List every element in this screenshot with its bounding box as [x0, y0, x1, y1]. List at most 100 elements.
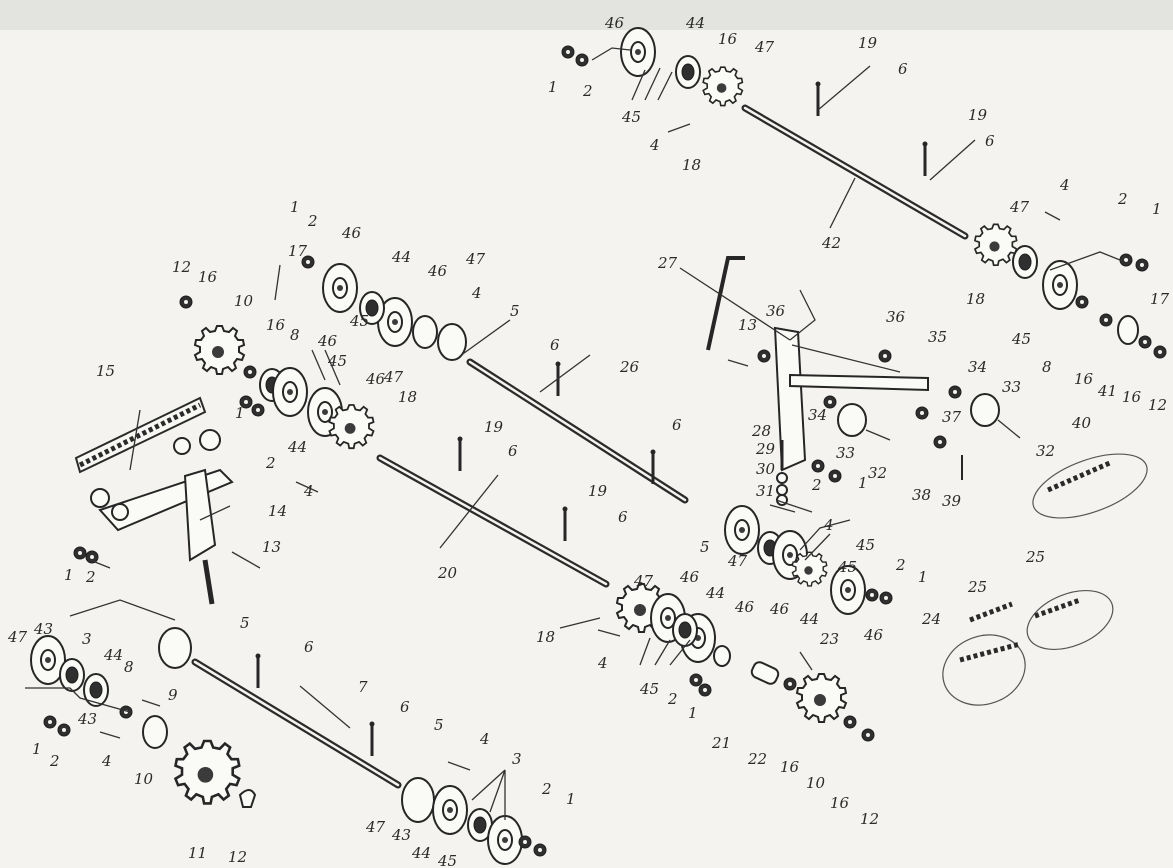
label-24: 24 — [921, 610, 941, 628]
label-44: 44 — [411, 844, 431, 862]
frame-14-assembly — [73, 396, 261, 605]
label-3: 3 — [512, 750, 522, 768]
label-12: 12 — [228, 848, 247, 866]
label-45: 45 — [437, 852, 457, 868]
label-15: 15 — [96, 362, 115, 380]
label-47: 47 — [365, 818, 386, 836]
label-46: 46 — [341, 224, 362, 242]
label-6: 6 — [672, 416, 682, 434]
label-25: 25 — [1025, 548, 1045, 566]
label-6: 6 — [550, 336, 560, 354]
label-4: 4 — [479, 730, 490, 748]
label-2: 2 — [85, 568, 96, 586]
label-46: 46 — [365, 370, 386, 388]
label-5: 5 — [700, 538, 710, 556]
label-47: 47 — [383, 368, 404, 386]
shaft-20-assembly — [179, 295, 875, 742]
label-43: 43 — [77, 710, 97, 728]
label-1: 1 — [918, 568, 928, 586]
label-6: 6 — [898, 60, 908, 78]
label-2: 2 — [49, 752, 60, 770]
label-46: 46 — [769, 600, 790, 618]
label-17: 17 — [1150, 290, 1170, 308]
label-46: 46 — [604, 14, 625, 32]
label-47: 47 — [633, 572, 654, 590]
shaft-26-assembly — [301, 255, 893, 615]
label-33: 33 — [1002, 378, 1021, 396]
label-2: 2 — [811, 476, 822, 494]
label-1: 1 — [235, 404, 245, 422]
label-47: 47 — [465, 250, 486, 268]
label-45: 45 — [327, 352, 347, 370]
label-12: 12 — [172, 258, 191, 276]
label-45: 45 — [855, 536, 875, 554]
label-6: 6 — [618, 508, 628, 526]
label-6: 6 — [304, 638, 314, 656]
label-7: 7 — [358, 678, 368, 696]
label-10: 10 — [234, 292, 254, 310]
label-12: 12 — [1148, 396, 1167, 414]
label-1: 1 — [858, 474, 868, 492]
label-8: 8 — [124, 658, 134, 676]
label-18: 18 — [536, 628, 555, 646]
label-1: 1 — [1152, 200, 1162, 218]
label-1: 1 — [290, 198, 300, 216]
label-18: 18 — [398, 388, 417, 406]
label-46: 46 — [317, 332, 338, 350]
label-45: 45 — [349, 312, 369, 330]
label-10: 10 — [134, 770, 154, 788]
label-32: 32 — [868, 464, 887, 482]
label-1: 1 — [548, 78, 558, 96]
label-22: 22 — [747, 750, 767, 768]
label-29: 29 — [755, 440, 776, 458]
label-4: 4 — [597, 654, 608, 672]
label-2: 2 — [582, 82, 593, 100]
label-47: 47 — [1009, 198, 1030, 216]
label-1: 1 — [64, 566, 74, 584]
label-32: 32 — [1036, 442, 1055, 460]
label-19: 19 — [588, 482, 608, 500]
label-9: 9 — [168, 686, 178, 704]
label-44: 44 — [705, 584, 725, 602]
label-16: 16 — [1122, 388, 1142, 406]
label-1: 1 — [566, 790, 576, 808]
label-18: 18 — [966, 290, 985, 308]
label-45: 45 — [837, 558, 857, 576]
label-8: 8 — [290, 326, 300, 344]
label-5: 5 — [510, 302, 520, 320]
shaft-42-assembly — [561, 27, 1167, 359]
label-4: 4 — [823, 516, 834, 534]
label-38: 38 — [912, 486, 931, 504]
label-4: 4 — [101, 752, 112, 770]
label-30: 30 — [756, 460, 776, 478]
label-16: 16 — [198, 268, 218, 286]
label-36: 36 — [766, 302, 786, 320]
label-19: 19 — [858, 34, 878, 52]
label-11: 11 — [188, 844, 207, 862]
label-33: 33 — [836, 444, 855, 462]
label-4: 4 — [649, 136, 660, 154]
label-34: 34 — [968, 358, 987, 376]
label-2: 2 — [541, 780, 552, 798]
label-10: 10 — [806, 774, 826, 792]
label-16: 16 — [266, 316, 286, 334]
label-34: 34 — [808, 406, 827, 424]
label-40: 40 — [1071, 414, 1092, 432]
label-44: 44 — [391, 248, 411, 266]
label-6: 6 — [508, 442, 518, 460]
label-18: 18 — [682, 156, 701, 174]
label-1: 1 — [688, 704, 698, 722]
label-4: 4 — [1059, 176, 1070, 194]
label-13: 13 — [738, 316, 757, 334]
label-2: 2 — [265, 454, 276, 472]
label-45: 45 — [621, 108, 641, 126]
label-12: 12 — [860, 810, 879, 828]
label-36: 36 — [886, 308, 906, 326]
label-23: 23 — [819, 630, 839, 648]
label-43: 43 — [391, 826, 411, 844]
label-44: 44 — [685, 14, 705, 32]
label-43: 43 — [33, 620, 53, 638]
label-2: 2 — [1117, 190, 1128, 208]
label-17: 17 — [288, 242, 308, 260]
